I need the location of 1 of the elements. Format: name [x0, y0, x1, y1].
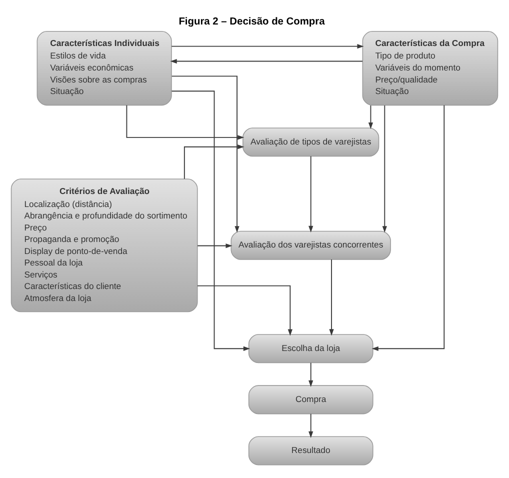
diagram-title: Figura 2 – Decisão de Compra — [178, 16, 325, 28]
